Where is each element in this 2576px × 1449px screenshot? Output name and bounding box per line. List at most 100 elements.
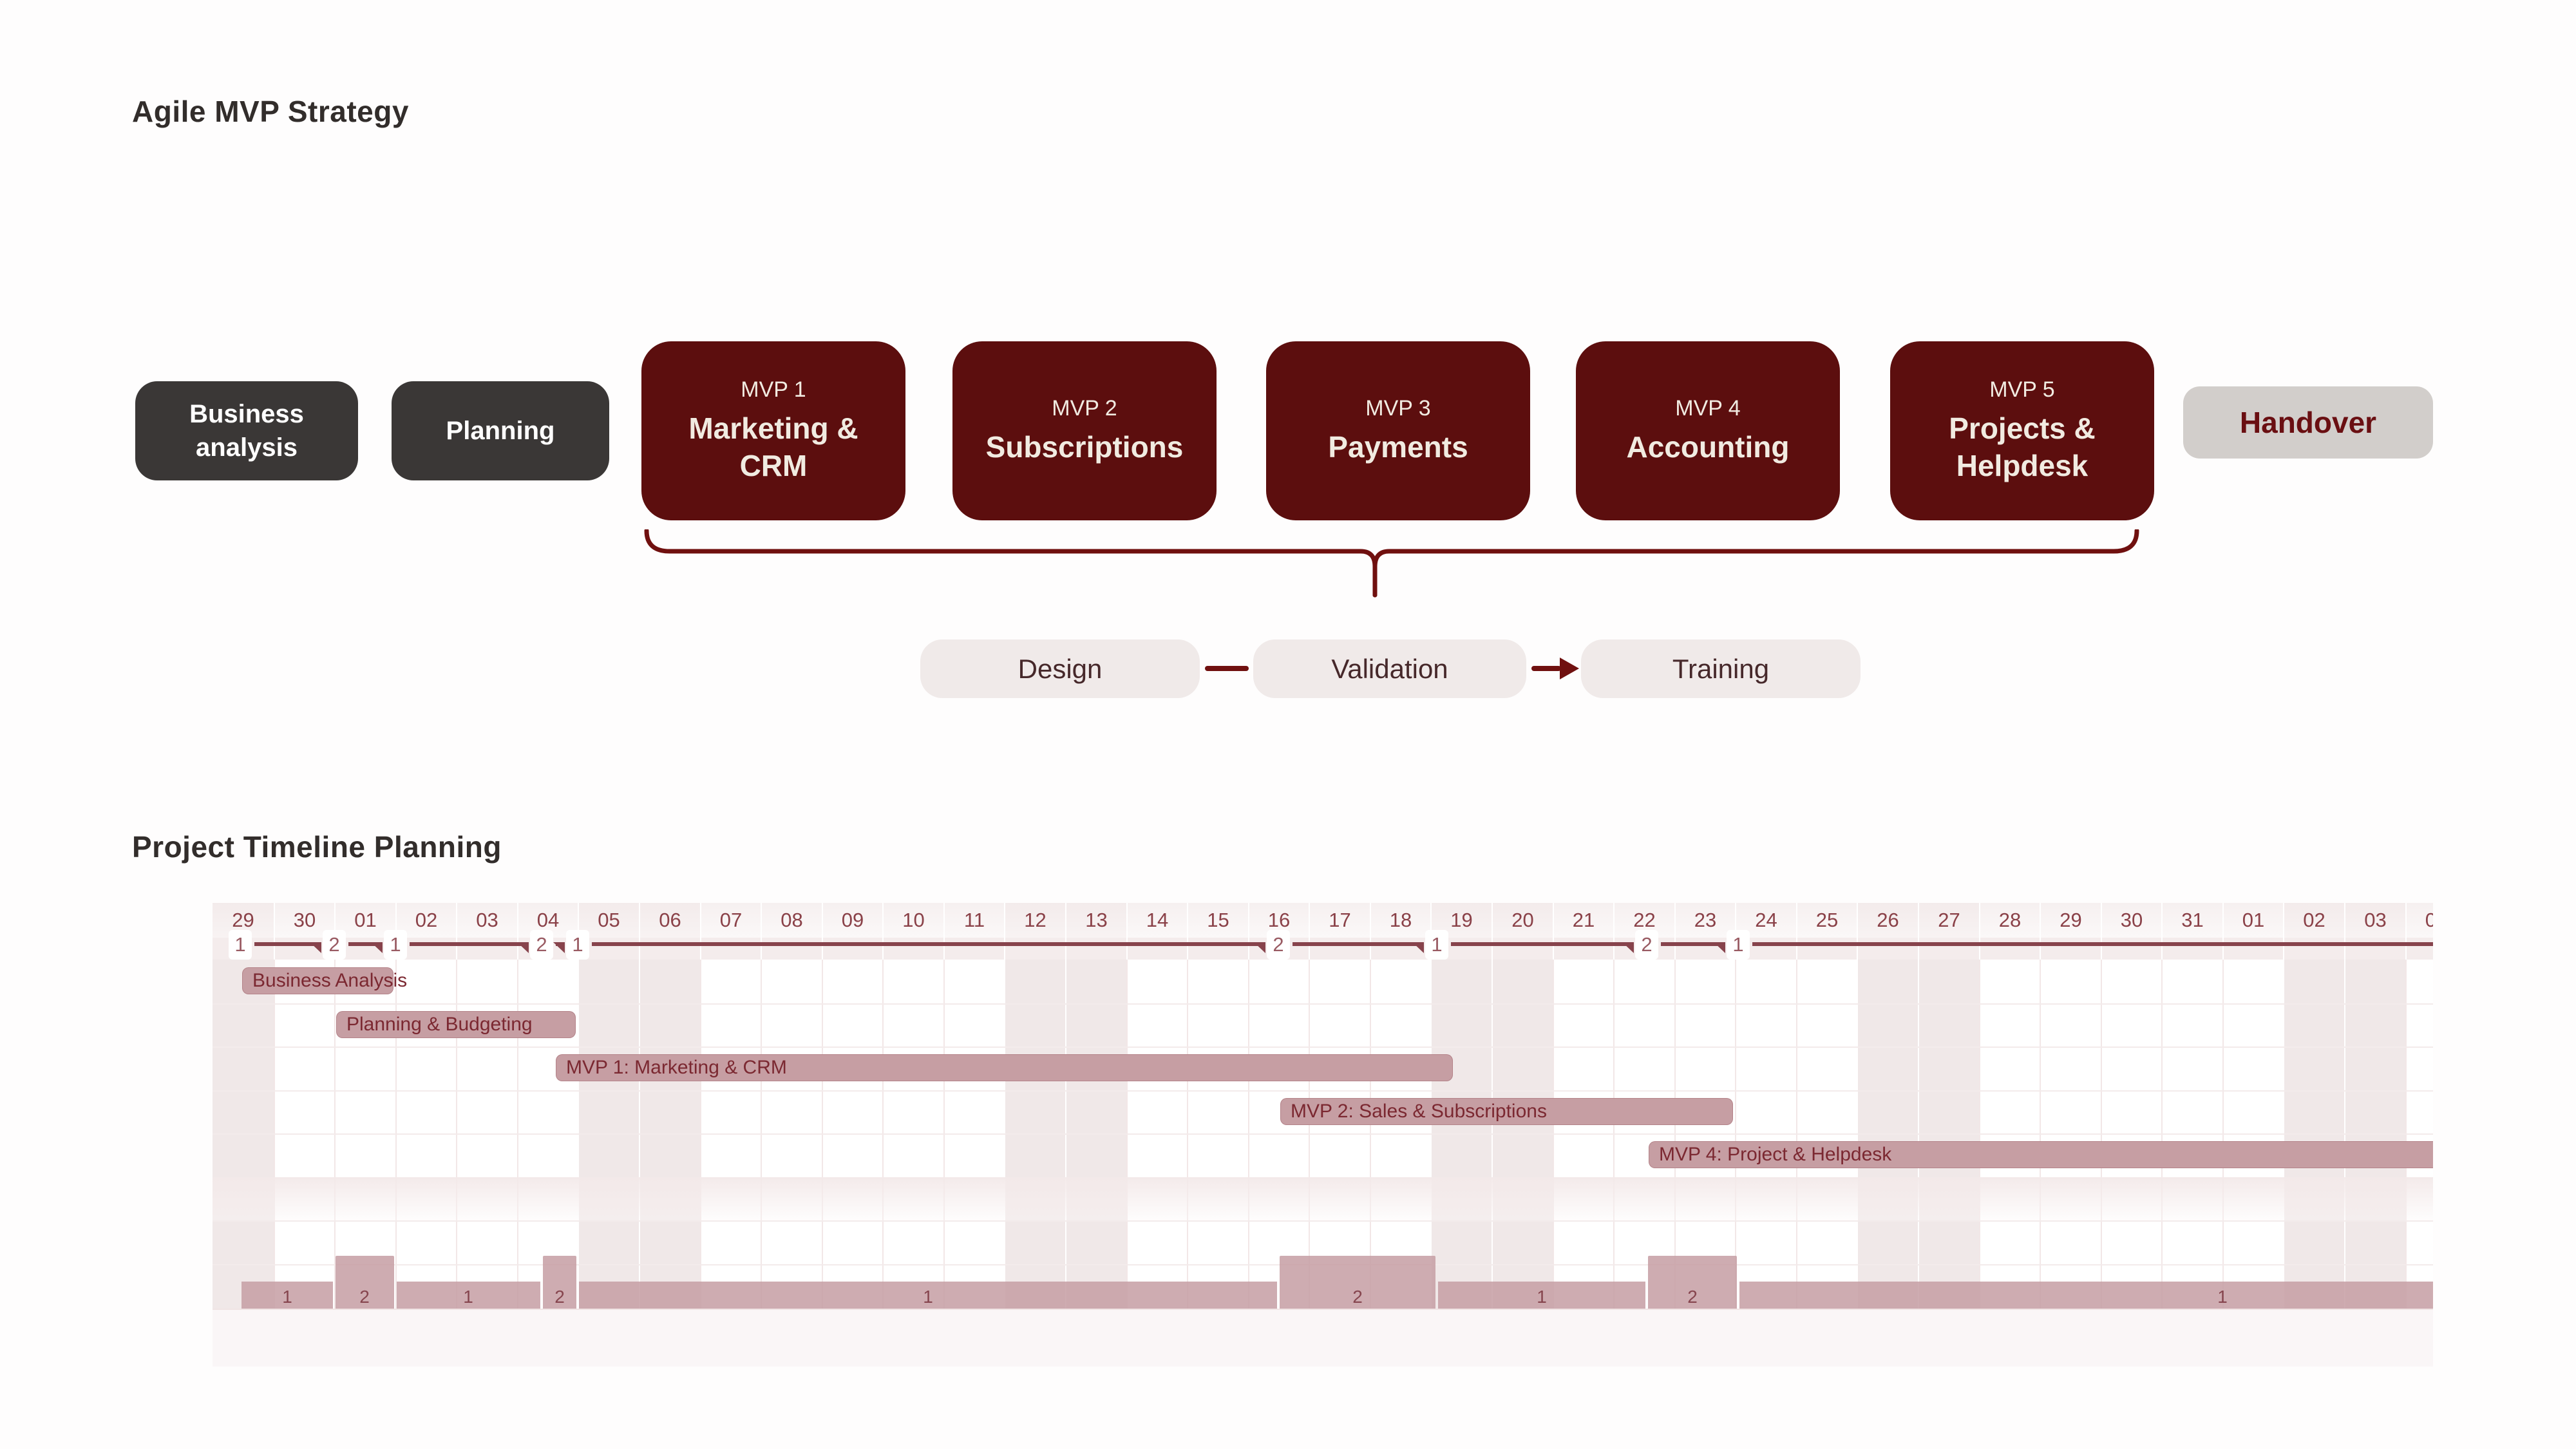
flow-pill-training[interactable]: Training <box>1581 639 1861 698</box>
sprint-segment-1[interactable] <box>1438 1282 1645 1309</box>
milestone-line <box>1752 942 2433 946</box>
phase-eyebrow-label: MVP 3 <box>1365 395 1431 421</box>
phase-box-business-analysis[interactable]: Business analysis <box>135 381 358 480</box>
sprint-segment-1[interactable] <box>397 1282 540 1309</box>
milestone-band-cell <box>639 938 700 960</box>
timeline-title: Project Timeline Planning <box>132 830 502 864</box>
day-header-22: 21 <box>1553 903 1613 938</box>
connector-design-validation <box>1205 666 1249 671</box>
milestone-band-cell <box>1553 938 1613 960</box>
day-header-35: 03 <box>2344 903 2405 938</box>
sprint-segment-2[interactable] <box>336 1256 394 1309</box>
milestone-band-cell <box>2040 938 2101 960</box>
day-header-13: 12 <box>1004 903 1065 938</box>
phase-label: Business analysis <box>189 400 304 462</box>
phase-box-planning[interactable]: Planning <box>392 381 609 480</box>
milestone-band-cell <box>1065 938 1126 960</box>
phase-eyebrow-label: MVP 1 <box>741 377 806 402</box>
milestone-band-cell <box>2161 938 2222 960</box>
sprint-segment-1[interactable] <box>1739 1282 2433 1309</box>
milestone-chip: 2 <box>530 930 553 960</box>
task-bar-2[interactable]: Planning & Budgeting <box>336 1011 576 1038</box>
sprint-segment-2[interactable] <box>1280 1256 1435 1309</box>
task-bar-5[interactable]: MVP 4: Project & Helpdesk <box>1649 1141 2433 1168</box>
sprint-segment-1[interactable] <box>242 1282 333 1309</box>
flow-pill-label: Validation <box>1331 653 1448 684</box>
milestone-chip: 2 <box>1267 930 1290 960</box>
day-header-11: 10 <box>882 903 943 938</box>
milestone-band-cell <box>2283 938 2344 960</box>
phase-main-label: Subscriptions <box>985 430 1184 464</box>
milestone-band-cell <box>1309 938 1370 960</box>
day-header-23: 22 <box>1613 903 1674 938</box>
milestone-chip: 1 <box>229 930 252 960</box>
milestone-chip: 2 <box>1635 930 1658 960</box>
milestone-band-cell <box>1857 938 1918 960</box>
row-gridline <box>213 1003 2433 1005</box>
milestone-band-cell <box>882 938 943 960</box>
flow-pill-design[interactable]: Design <box>920 639 1200 698</box>
day-header-26: 25 <box>1796 903 1857 938</box>
phase-box-mvp-3[interactable]: MVP 3 Payments <box>1266 341 1530 520</box>
day-header-33: 01 <box>2222 903 2283 938</box>
sprint-number-label: 2 <box>554 1287 565 1307</box>
milestone-band-cell <box>456 938 517 960</box>
milestone-band-cell <box>2405 938 2433 960</box>
day-header-36: 04 <box>2405 903 2433 938</box>
phase-main-label: Marketing & CRM <box>688 412 858 482</box>
milestone-chip: 1 <box>1425 930 1448 960</box>
flow-pill-validation[interactable]: Validation <box>1253 639 1526 698</box>
phase-box-handover[interactable]: Handover <box>2183 386 2433 459</box>
sprint-segment-2[interactable] <box>1648 1256 1737 1309</box>
arrowhead-icon <box>1560 658 1579 679</box>
milestone-band-cell <box>943 938 1004 960</box>
phase-main-label: Payments <box>1328 430 1468 464</box>
gantt-footer-band <box>213 1309 2433 1367</box>
phase-main-label: Accounting <box>1626 430 1790 464</box>
day-header-8: 07 <box>700 903 761 938</box>
day-header-31: 30 <box>2101 903 2161 938</box>
row-gridline <box>213 1090 2433 1092</box>
day-header-7: 06 <box>639 903 700 938</box>
sprint-number-label: 1 <box>923 1287 933 1307</box>
phase-main-label: Projects & Helpdesk <box>1949 412 2096 482</box>
milestone-line <box>348 942 381 946</box>
sprint-number-label: 1 <box>1537 1287 1547 1307</box>
milestone-band-cell <box>1492 938 1553 960</box>
phase-eyebrow-label: MVP 4 <box>1675 395 1741 421</box>
sprint-number-label: 2 <box>359 1287 370 1307</box>
sprint-number-label: 1 <box>2217 1287 2228 1307</box>
milestone-line <box>410 942 527 946</box>
milestone-line <box>592 942 1264 946</box>
day-header-19: 18 <box>1370 903 1430 938</box>
milestone-band-cell <box>1674 938 1735 960</box>
day-header-12: 11 <box>943 903 1004 938</box>
day-header-29: 28 <box>1979 903 2040 938</box>
day-header-28: 27 <box>1918 903 1979 938</box>
connector-validation-training <box>1531 666 1561 671</box>
milestone-band-cell <box>2101 938 2161 960</box>
sprint-segment-2[interactable] <box>543 1256 576 1309</box>
sprint-segment-1[interactable] <box>579 1282 1277 1309</box>
milestone-band-cell <box>1126 938 1187 960</box>
day-header-34: 02 <box>2283 903 2344 938</box>
phase-box-mvp-4[interactable]: MVP 4 Accounting <box>1576 341 1840 520</box>
sprint-number-label: 1 <box>463 1287 473 1307</box>
flow-pill-label: Design <box>1018 653 1103 684</box>
milestone-band-cell <box>1187 938 1248 960</box>
day-header-4: 03 <box>456 903 517 938</box>
flow-pill-label: Training <box>1672 653 1770 684</box>
milestone-chip: 1 <box>566 930 589 960</box>
milestone-line <box>1451 942 1633 946</box>
milestone-band-cell <box>822 938 882 960</box>
phase-box-mvp-1[interactable]: MVP 1 Marketing & CRM <box>641 341 905 520</box>
task-bar-4[interactable]: MVP 2: Sales & Subscriptions <box>1280 1098 1733 1125</box>
task-bar-3[interactable]: MVP 1: Marketing & CRM <box>556 1054 1453 1081</box>
milestone-line <box>1293 942 1423 946</box>
milestone-line <box>254 942 320 946</box>
milestone-chip: 1 <box>384 930 407 960</box>
task-bar-1[interactable]: Business Analysis <box>242 967 407 994</box>
